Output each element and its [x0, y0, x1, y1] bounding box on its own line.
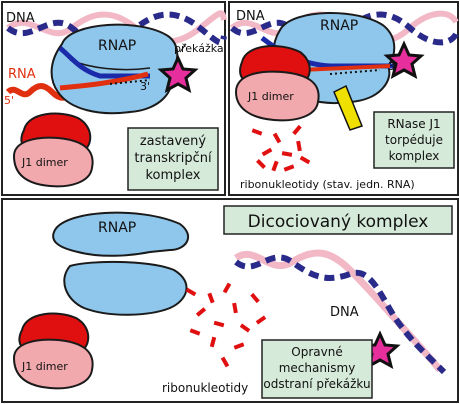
caption2-line-1: RNase J1 — [387, 117, 440, 131]
obstacle-label: překážka — [174, 42, 224, 55]
dna-label-3: DNA — [330, 305, 359, 320]
rnap-label-2: RNAP — [320, 18, 358, 34]
rnap-label: RNAP — [98, 38, 136, 54]
three-prime-label: 3' — [140, 80, 150, 93]
torpedo-arrow-icon — [333, 84, 363, 131]
rnap-split: RNAP — [52, 211, 190, 316]
caption2-line-2: torpéduje — [385, 133, 443, 147]
caption-box — [127, 127, 219, 191]
panel-title: Dicociovaný komplex — [248, 212, 429, 232]
five-prime-label: 5' — [4, 94, 14, 107]
panel-dissociated-complex: Dicociovaný komplex RNAP J1 dimer — [1, 198, 459, 403]
dna-label: DNA — [6, 11, 35, 26]
ribonucleotide-fragments — [251, 124, 311, 172]
caption-line-2: transkripční — [134, 151, 212, 166]
j1-label-3: J1 dimer — [21, 360, 68, 373]
template-strand — [58, 46, 150, 79]
caption3-line-1: Opravné — [291, 345, 342, 359]
caption-box-2 — [373, 111, 455, 169]
j1-label-2: J1 dimer — [247, 90, 294, 103]
panel-stalled-complex: DNA RNAP překážka RNA 5' 3' J1 dimer zas… — [1, 1, 227, 196]
obstacle-star-icon-2 — [383, 40, 425, 79]
j1-label: J1 dimer — [21, 156, 68, 169]
caption3-line-3: odstraní překážku — [263, 377, 370, 391]
panel-rnase-torpedo: DNA RNAP 3' J1 dimer RNase J1 torpéduje … — [228, 1, 459, 196]
rna-label: RNA — [8, 67, 36, 82]
dna-helix-3 — [233, 249, 447, 375]
ribonucleotide-fragments-3 — [185, 282, 267, 368]
obstacle-star-icon — [157, 54, 199, 93]
fragments-label-2: ribonukleotidy (stav. jedn. RNA) — [240, 178, 415, 191]
j1-dimer-2: J1 dimer — [234, 45, 320, 122]
fragments-label-3: ribonukleotidy — [162, 381, 248, 395]
caption2-line-3: komplex — [389, 149, 440, 163]
caption3-line-2: mechanismy — [279, 361, 356, 375]
j1-dimer-3: J1 dimer — [12, 312, 94, 390]
title-box — [223, 205, 453, 235]
caption-line-1: zastavený — [140, 134, 207, 149]
caption-box-3 — [261, 339, 373, 399]
rna-inside — [59, 71, 149, 91]
j1-dimer: J1 dimer — [12, 112, 94, 188]
dna-label-2: DNA — [236, 9, 265, 24]
caption-line-3: komplex — [145, 168, 200, 183]
three-prime-label-2: 3' — [388, 60, 398, 73]
rnap-label-3: RNAP — [98, 220, 136, 236]
